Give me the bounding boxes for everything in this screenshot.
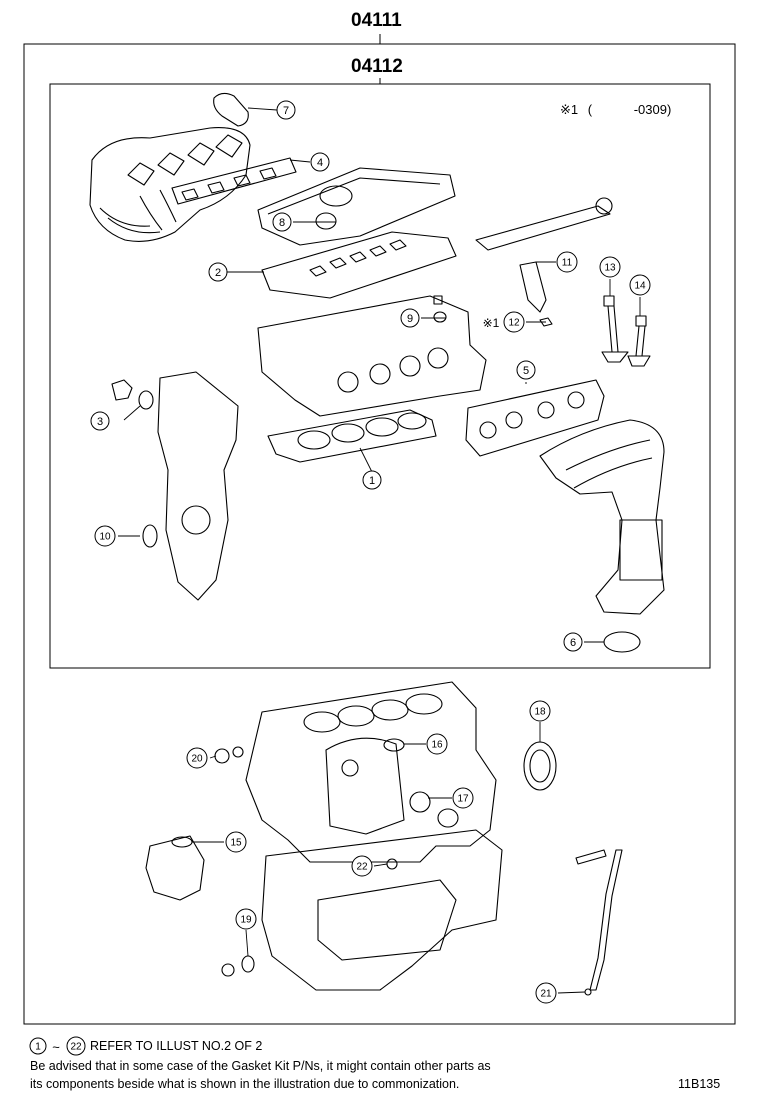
injector-drawing (519, 261, 547, 313)
callout-circle-8 (272, 212, 292, 232)
callout-11: 11 (562, 258, 573, 269)
exhaust-manifold-drawing (539, 419, 665, 615)
callout-circle-13 (599, 256, 621, 278)
callout-3: 3 (97, 416, 103, 428)
timing-cover-drawing (157, 371, 239, 601)
callout-14: 14 (634, 281, 646, 292)
footer-range-end: 22 (70, 1042, 82, 1053)
callout-circle-21 (535, 982, 557, 1004)
valve-13-drawing (601, 295, 629, 363)
footer-refer-text: REFER TO ILLUST NO.2 OF 2 (90, 1039, 263, 1053)
callout-circle-2 (208, 262, 228, 282)
note-paren: ( (587, 102, 593, 117)
part-20a-drawing (214, 748, 230, 764)
callout-circle-3 (90, 411, 110, 431)
footer-range-end-circle (66, 1036, 86, 1056)
callout-22: 22 (356, 862, 368, 873)
ring-22-drawing (386, 858, 398, 870)
outer-kit-frame (23, 43, 736, 1025)
callout-circle-5 (516, 360, 536, 380)
callout-7: 7 (283, 105, 289, 117)
callout-17: 17 (457, 794, 469, 805)
callout-circle-15 (225, 831, 247, 853)
part-19b-drawing (241, 955, 255, 973)
callout-5: 5 (523, 365, 529, 377)
callout-18: 18 (534, 707, 546, 718)
callout-circle-18 (529, 700, 551, 722)
seal-18-drawing (523, 741, 557, 791)
gasket-16-drawing (383, 738, 405, 752)
part-20b-drawing (232, 746, 244, 758)
callout-circle-7 (276, 100, 296, 120)
callout-circle-12 (503, 311, 525, 333)
callout-9: 9 (407, 313, 413, 325)
callout-20: 20 (191, 754, 203, 765)
callout-1: 1 (369, 475, 375, 487)
camshaft-drawing (475, 197, 613, 251)
seal-10-drawing (142, 524, 158, 548)
footer-tilde: ~ (52, 1040, 60, 1055)
head-cover-gasket-drawing (261, 231, 457, 299)
callout-10: 10 (99, 532, 111, 543)
callout-circle-20 (186, 747, 208, 769)
valve-14-drawing (627, 315, 651, 367)
footer-advisory-line-1: Be advised that in some case of the Gask… (30, 1059, 491, 1073)
oil-pan-drawing (261, 829, 503, 991)
intake-gasket-drawing (171, 157, 297, 205)
callout-13: 13 (604, 263, 616, 274)
callout-15: 15 (230, 838, 242, 849)
callout-circle-11 (556, 251, 578, 273)
cylinder-block-drawing (245, 681, 497, 863)
footer-advisory-line-2: its components beside what is shown in t… (30, 1077, 460, 1091)
gasket-6-drawing (603, 631, 641, 653)
note-range: -0309) (633, 102, 672, 117)
callout-circle-4 (310, 152, 330, 172)
callout-16: 16 (431, 740, 443, 751)
callout-circle-14 (629, 274, 651, 296)
callout-8: 8 (279, 217, 285, 229)
footer-range-start-circle (29, 1037, 47, 1055)
kit-code-sub: 04112 (351, 56, 403, 77)
callout-circle-22 (351, 855, 373, 877)
callout-6: 6 (570, 637, 576, 649)
head-cover-drawing (257, 167, 456, 246)
callout-12: 12 (508, 318, 520, 329)
part-3b-drawing (138, 390, 154, 410)
plug-12-drawing (539, 317, 553, 327)
callout-circle-1 (362, 470, 382, 490)
seal-8-drawing (315, 212, 337, 230)
callout-19: 19 (240, 915, 252, 926)
callout-circle-17 (452, 787, 474, 809)
part-3-drawing (111, 379, 133, 401)
illustration-id: 11B135 (678, 1077, 721, 1091)
inner-kit-frame (49, 83, 711, 669)
callout-circle-19 (235, 908, 257, 930)
seal-17-drawing (409, 791, 431, 813)
footer-range-start: 1 (35, 1042, 41, 1053)
head-gasket-drawing (267, 409, 437, 463)
callout-circle-10 (94, 525, 116, 547)
callout-circle-16 (426, 733, 448, 755)
applicability-note: ※1 ( -0309) (560, 102, 671, 118)
o-ring-21-drawing (584, 988, 592, 996)
seal-9-drawing (433, 311, 447, 323)
plug-17b-drawing (437, 808, 459, 828)
callout-circle-6 (563, 632, 583, 652)
cylinder-head-drawing (257, 295, 487, 417)
part-19a-drawing (221, 963, 235, 977)
callout-21: 21 (540, 989, 552, 1000)
callout-2: 2 (215, 267, 221, 279)
intake-manifold-drawing (89, 127, 251, 242)
callout-12-prefix: ※1 (483, 316, 500, 330)
throttle-gasket-drawing (213, 92, 249, 127)
callout-circle-9 (400, 308, 420, 328)
callout-4: 4 (317, 157, 323, 169)
water-pump-drawing (145, 835, 205, 901)
note-mark: ※1 (560, 102, 579, 117)
kit-code-main: 04111 (351, 10, 402, 31)
exhaust-gasket-drawing (465, 379, 605, 457)
dipstick-guide-drawing (575, 849, 623, 991)
